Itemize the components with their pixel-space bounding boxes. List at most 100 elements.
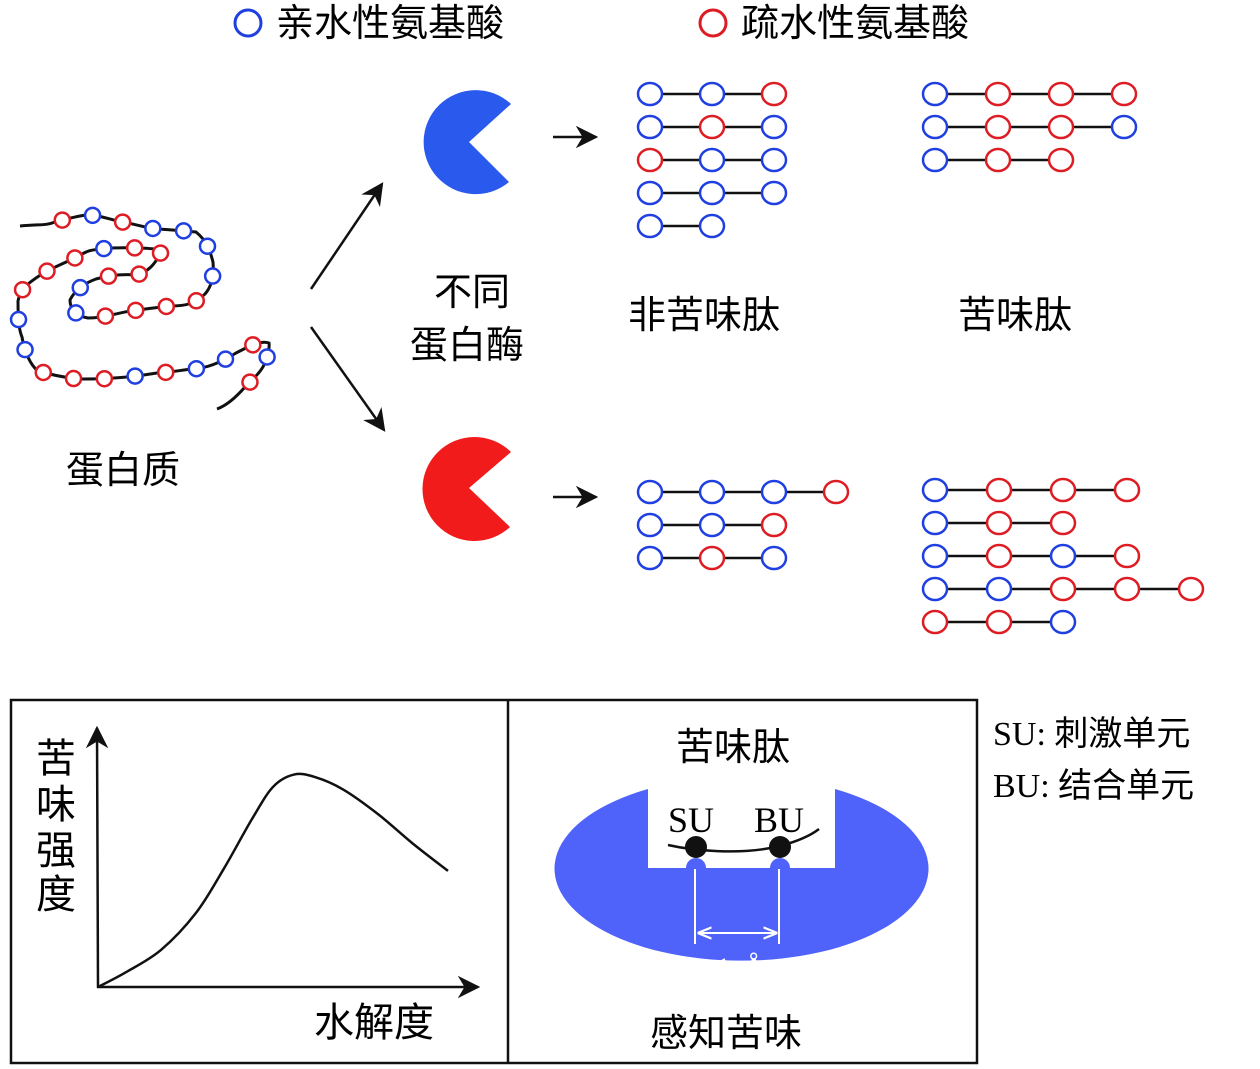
arrow-to-blue-enzyme: [309, 182, 384, 290]
protein-label: 蛋白质: [66, 448, 180, 492]
peptide: [636, 81, 788, 107]
hydrophilic-residue: [198, 237, 217, 255]
peptide: [636, 114, 788, 140]
hydrophilic-residue: [83, 206, 102, 225]
hydrophilic-residue: [636, 512, 664, 538]
bu-bead: [769, 836, 791, 858]
hydrophilic-legend-label: 亲水性氨基酸: [276, 1, 504, 45]
hydrophilic-residue: [126, 367, 144, 385]
arrow-to-red-enzyme: [309, 326, 386, 432]
hydrophilic-residue: [698, 213, 726, 239]
hydrophobic-legend-icon: [698, 8, 728, 38]
hydrophobic-residue: [1110, 81, 1138, 107]
hydrophobic-residue: [96, 307, 115, 325]
hydrophobic-residue: [125, 239, 144, 257]
hydrophilic-residue: [698, 81, 726, 107]
bitterness-curve: [97, 772, 449, 989]
hydrophobic-residue: [99, 267, 118, 285]
peptide: [921, 609, 1077, 635]
hydrophobic-residue: [1047, 147, 1075, 173]
hydrophilic-residue: [921, 147, 949, 173]
hydrophobic-residue: [53, 211, 72, 229]
hydrophobic-residue: [126, 301, 145, 320]
distance-label: 4.1 Å: [687, 950, 767, 990]
peptide: [921, 114, 1138, 140]
hydrophobic-residue: [921, 609, 949, 635]
hydrophilic-residue: [636, 81, 664, 107]
hydrophobic-residue: [1113, 477, 1141, 503]
hydrophobic-residue: [1049, 510, 1077, 536]
x-axis-label: 水解度: [314, 1000, 434, 1046]
hydrophobic-residue: [13, 280, 32, 299]
enzymes-label-line2: 蛋白酶: [410, 323, 524, 367]
hydrophilic-residue: [95, 239, 113, 258]
hydrophilic-residue: [636, 213, 664, 239]
hydrophobic-residue: [1177, 576, 1205, 602]
hydrophilic-residue: [67, 304, 85, 322]
peptide: [636, 545, 788, 571]
hydrophilic-residue: [921, 114, 949, 140]
hydrophilic-residue: [760, 545, 788, 571]
bitter-peptide-label: 苦味肽: [958, 293, 1072, 337]
hydrophobic-residue: [985, 510, 1013, 536]
hydrophobic-legend-label: 疏水性氨基酸: [741, 1, 969, 45]
hydrophobic-residue: [151, 244, 170, 262]
hydrophobic-residue: [985, 609, 1013, 635]
hydrophobic-residue: [34, 363, 53, 382]
hydrophilic-residue: [698, 479, 726, 505]
hydrophilic-residue: [203, 267, 222, 285]
hydrophilic-residue: [636, 545, 664, 571]
bu-receptor-site: [770, 858, 790, 868]
peptide: [921, 576, 1205, 602]
red-enzyme-non-bitter-peptides: [636, 479, 850, 571]
hydrophobic-residue: [241, 373, 259, 391]
hydrophilic-residue: [1110, 114, 1138, 140]
y-axis-label: 苦 味 强 度: [36, 736, 76, 918]
protein-chain: [9, 206, 276, 411]
peptide: [921, 543, 1141, 569]
hydrophilic-residue: [921, 576, 949, 602]
hydrophobic-residue: [1049, 477, 1077, 503]
hydrophobic-residue: [636, 147, 664, 173]
hydrophobic-residue: [760, 512, 788, 538]
hydrophilic-residue: [921, 510, 949, 536]
hydrophilic-residue: [636, 114, 664, 140]
hydrophilic-residue: [921, 543, 949, 569]
hydrophobic-residue: [38, 262, 56, 280]
hydrophilic-legend-icon: [233, 8, 263, 38]
hydrophobic-residue: [698, 114, 726, 140]
hydrophobic-residue: [984, 147, 1012, 173]
blue-enzyme-non-bitter-peptides: [636, 81, 788, 239]
hydrophilic-residue: [921, 477, 949, 503]
peptide: [636, 512, 788, 538]
y-axis-label-char: 味: [36, 782, 76, 828]
hydrophilic-residue: [144, 219, 162, 238]
red-enzyme-bitter-peptides: [921, 477, 1205, 635]
hydrophilic-residue: [760, 180, 788, 206]
hydrophilic-residue: [921, 81, 949, 107]
hydrophilic-residue: [985, 576, 1013, 602]
su-receptor-site: [686, 858, 706, 868]
hydrophilic-residue: [71, 278, 90, 297]
su-bead: [685, 836, 707, 858]
bitter-peptide-title: 苦味肽: [676, 725, 790, 769]
hydrophilic-residue: [187, 359, 206, 378]
receptor-shape: [554, 789, 929, 961]
bitterness-chart: 苦 味 强 度 水解度: [36, 725, 481, 1046]
peptide: [921, 477, 1141, 503]
hydrophobic-residue: [1047, 114, 1075, 140]
peptide: [636, 479, 850, 505]
hydrophilic-residue: [1049, 609, 1077, 635]
legend: 亲水性氨基酸 疏水性氨基酸: [233, 1, 969, 45]
hydrophobic-residue: [156, 363, 175, 382]
hydrophobic-residue: [1049, 576, 1077, 602]
enzymes-label-line1: 不同: [434, 270, 510, 314]
hydrophilic-residue: [16, 340, 34, 359]
peptide: [921, 81, 1138, 107]
peptide: [636, 213, 726, 239]
hydrophilic-residue: [698, 147, 726, 173]
hydrophobic-residue: [984, 81, 1012, 107]
hydrophobic-residue: [698, 545, 726, 571]
hydrophilic-residue: [636, 479, 664, 505]
